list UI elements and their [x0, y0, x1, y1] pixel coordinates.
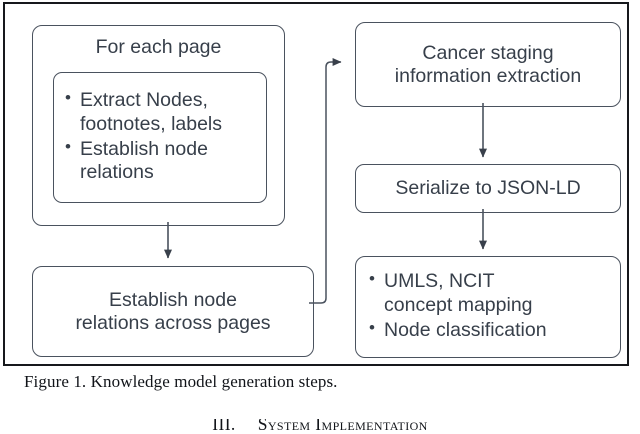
- figure-frame: For each page Extract Nodes, footnotes, …: [3, 2, 629, 366]
- flow-box-cancer-staging-information-extraction[interactable]: Cancer staging information extraction: [355, 22, 621, 107]
- cancer-staging-line-2: information extraction: [394, 64, 582, 87]
- list-item: Establish node relations: [64, 137, 260, 186]
- cancer-staging-line-1: Cancer staging: [422, 41, 554, 64]
- bullet-text-line: UMLS, NCIT: [384, 270, 495, 293]
- extract-nodes-bullet-list: Extract Nodes, footnotes, labels Establi…: [64, 88, 260, 186]
- list-item: UMLS, NCIT concept mapping: [368, 269, 614, 318]
- section-heading-number: III.: [212, 419, 236, 434]
- section-heading: III. System Implementation: [0, 419, 640, 434]
- bullet-text-line: Extract Nodes,: [80, 88, 208, 111]
- bullet-text-line: Node classification: [384, 318, 547, 341]
- figure-caption: Figure 1. Knowledge model generation ste…: [24, 372, 338, 391]
- for-each-page-title: For each page: [95, 36, 222, 58]
- flow-box-serialize-to-json-ld[interactable]: Serialize to JSON-LD: [355, 164, 621, 213]
- list-item: Node classification: [368, 318, 614, 343]
- bullet-text-line: concept mapping: [384, 294, 533, 317]
- flow-box-for-each-page[interactable]: For each page Extract Nodes, footnotes, …: [32, 25, 285, 226]
- bullet-text-line: Establish node: [80, 137, 208, 160]
- establish-across-pages-line-2: relations across pages: [75, 311, 271, 334]
- section-heading-title: System Implementation: [257, 419, 428, 434]
- establish-across-pages-line-1: Establish node: [109, 288, 237, 311]
- bullet-text-line: footnotes, labels: [80, 112, 223, 135]
- flow-box-extract-nodes[interactable]: Extract Nodes, footnotes, labels Establi…: [53, 72, 267, 203]
- serialize-title: Serialize to JSON-LD: [395, 177, 581, 199]
- list-item: Extract Nodes, footnotes, labels: [64, 88, 260, 137]
- flow-box-umls-ncit-concept-mapping[interactable]: UMLS, NCIT concept mapping Node classifi…: [355, 256, 621, 358]
- flow-box-establish-node-relations-across-pages[interactable]: Establish node relations across pages: [32, 266, 314, 357]
- bullet-text-line: relations: [80, 161, 154, 184]
- umls-bullet-list: UMLS, NCIT concept mapping Node classifi…: [368, 269, 614, 343]
